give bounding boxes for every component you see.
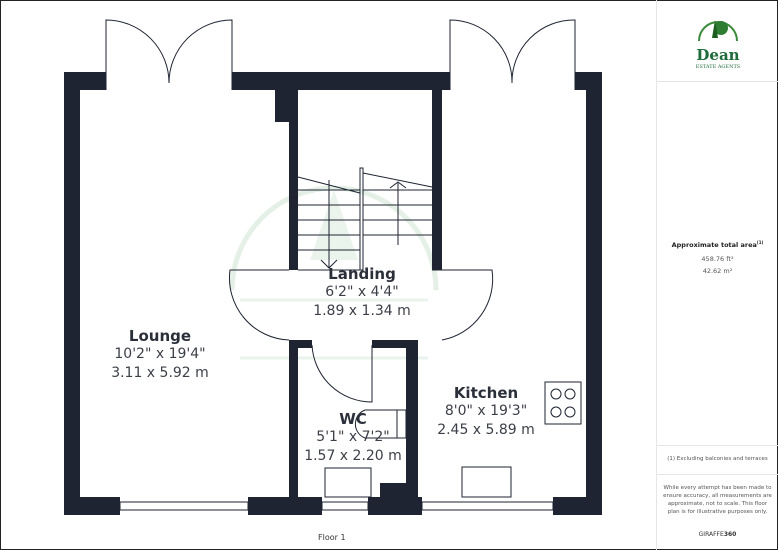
room-name: Kitchen — [453, 384, 519, 402]
floor-plan — [64, 19, 602, 515]
walls — [64, 72, 602, 515]
credit-a: GIRAFFE — [698, 531, 724, 538]
room-imperial: 10'2" x 19'4" — [114, 346, 206, 362]
room-landing: Landing 6'2" x 4'4" 1.89 x 1.34 m — [313, 265, 411, 321]
area-sqm: 42.62 m² — [702, 267, 733, 275]
room-name: WC — [339, 410, 367, 428]
door-wc — [311, 344, 373, 403]
area-title: Approximate total area(1) — [657, 240, 778, 250]
room-name: Lounge — [128, 327, 192, 345]
credit-b: 360 — [723, 531, 737, 538]
basin — [324, 467, 372, 498]
tree-icon — [698, 20, 738, 42]
fixtures — [105, 19, 582, 511]
info-panel: Dean ESTATE AGENTS Approximate total are… — [656, 0, 778, 550]
disclaimer: While every attempt has been made to ens… — [663, 485, 772, 515]
floor-label: Floor 1 — [318, 533, 346, 542]
watermark-logo — [229, 185, 439, 360]
divider — [657, 474, 778, 475]
divider — [657, 445, 778, 446]
toilet — [354, 409, 407, 439]
brand-name: Dean — [696, 46, 740, 64]
french-doors-kitchen — [449, 19, 576, 90]
brand-logo: Dean ESTATE AGENTS — [687, 14, 749, 74]
room-imperial: 6'2" x 4'4" — [325, 284, 399, 300]
footnote-mark: (1) — [756, 239, 764, 245]
french-doors-lounge — [105, 19, 233, 90]
door-landing-kitchen — [432, 269, 494, 341]
divider — [657, 81, 778, 82]
window-kitchen — [421, 501, 554, 511]
room-metric: 3.11 x 5.92 m — [111, 365, 209, 381]
room-wc: WC 5'1" x 7'2" 1.57 x 2.20 m — [304, 410, 402, 466]
brand-tagline: ESTATE AGENTS — [695, 64, 741, 70]
area-sqft: 458.76 ft² — [701, 255, 734, 263]
room-metric: 1.89 x 1.34 m — [313, 303, 411, 319]
room-metric: 1.57 x 2.20 m — [304, 448, 402, 464]
footnote: (1) Excluding balconies and terraces — [667, 456, 768, 462]
door-landing-lounge — [228, 269, 290, 341]
hob — [544, 381, 582, 425]
credit: GIRAFFE360 — [657, 530, 778, 539]
sink — [461, 466, 512, 498]
staircase — [297, 167, 433, 271]
room-metric: 2.45 x 5.89 m — [437, 422, 535, 438]
window-wc — [321, 501, 369, 511]
room-kitchen: Kitchen 8'0" x 19'3" 2.45 x 5.89 m — [437, 384, 535, 440]
room-imperial: 8'0" x 19'3" — [444, 403, 528, 419]
window-lounge — [119, 501, 249, 511]
room-name: Landing — [328, 265, 396, 283]
room-imperial: 5'1" x 7'2" — [316, 429, 390, 445]
area-title-text: Approximate total area — [671, 241, 757, 249]
room-lounge: Lounge 10'2" x 19'4" 3.11 x 5.92 m — [111, 327, 209, 383]
